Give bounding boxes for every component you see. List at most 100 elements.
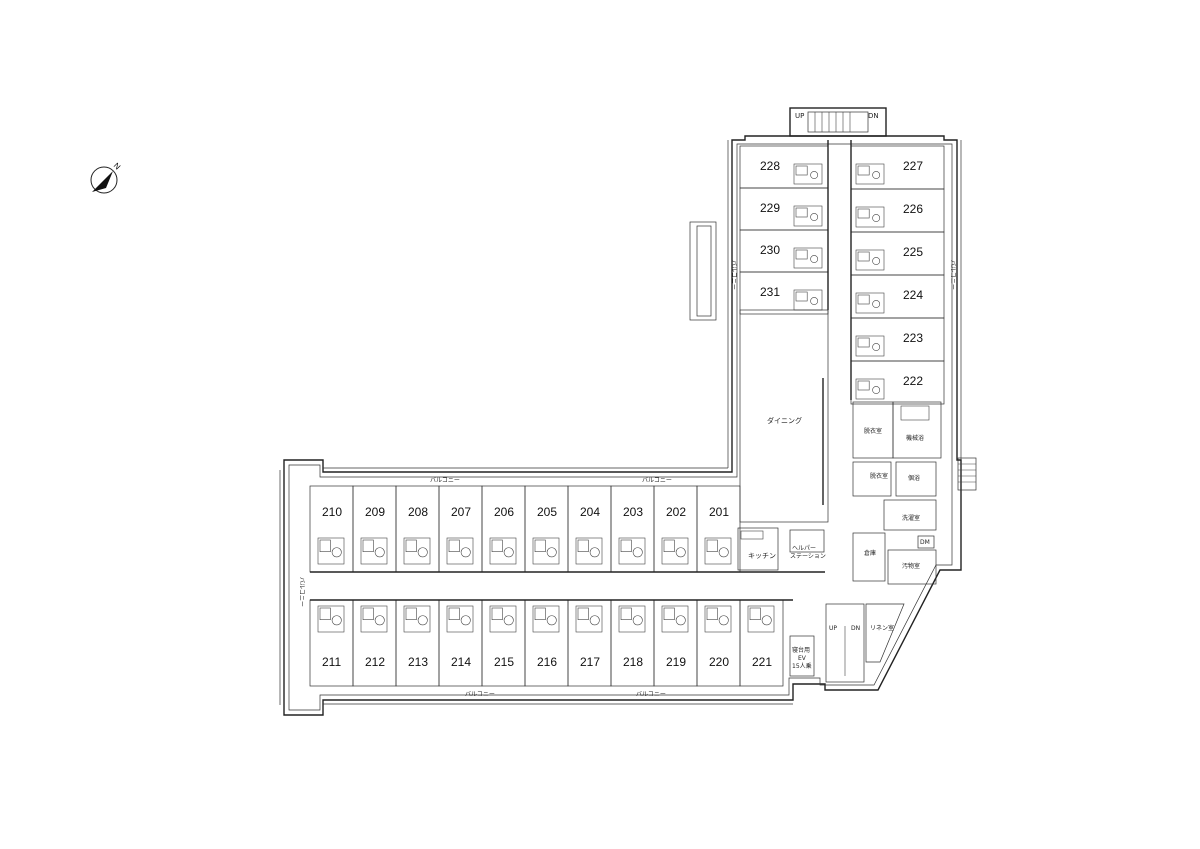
- room-number-226: 226: [903, 202, 923, 216]
- room-231: [739, 271, 829, 315]
- dm-label: DM: [920, 539, 930, 546]
- room-212: [352, 599, 397, 687]
- toilet-fixture: [575, 605, 603, 633]
- toilet-fixture: [704, 537, 732, 565]
- room-number-207: 207: [451, 505, 471, 519]
- exterior-stair: [957, 457, 977, 491]
- toilet-icon: [872, 386, 881, 394]
- toilet-icon: [872, 214, 881, 222]
- room-203: [610, 485, 655, 573]
- room-number-201: 201: [709, 505, 729, 519]
- washbasin-icon: [857, 251, 870, 262]
- toilet-fixture: [704, 605, 732, 633]
- toilet-fixture: [360, 605, 388, 633]
- washbasin-icon: [577, 607, 589, 620]
- washbasin-icon: [534, 607, 546, 620]
- washbasin-icon: [706, 607, 718, 620]
- machine-bath-label: 機械浴: [906, 434, 924, 442]
- washbasin-icon: [319, 607, 331, 620]
- toilet-fixture: [317, 537, 345, 565]
- room-218: [610, 599, 655, 687]
- room-228: [739, 145, 829, 189]
- dining-area: ダイニング: [739, 309, 829, 523]
- toilet-fixture: [360, 537, 388, 565]
- room-number-228: 228: [760, 159, 780, 173]
- washbasin-icon: [857, 294, 870, 305]
- individual-bath-label: 個浴: [908, 474, 920, 482]
- balcony-label-2: バルコニー: [642, 477, 672, 484]
- room-number-203: 203: [623, 505, 643, 519]
- stair-up-label: UP: [795, 112, 804, 120]
- washbasin-icon: [362, 607, 374, 620]
- room-number-227: 227: [903, 159, 923, 173]
- room-215: [481, 599, 526, 687]
- washbasin-icon: [620, 607, 632, 620]
- balcony-label-1: バルコニー: [430, 477, 460, 484]
- north-arrow-icon: N: [90, 161, 122, 194]
- balcony-label-6: バルコニー: [949, 260, 956, 290]
- washbasin-icon: [706, 539, 718, 552]
- room-number-206: 206: [494, 505, 514, 519]
- toilet-icon: [331, 615, 342, 626]
- washbasin-icon: [319, 539, 331, 552]
- washbasin-icon: [405, 539, 417, 552]
- toilet-icon: [632, 615, 643, 626]
- washbasin-icon: [663, 539, 675, 552]
- balcony-label-4: バルコニー: [636, 691, 666, 698]
- service-rooms: 脱衣室 機械浴 脱衣室 個浴 洗濯室 倉庫 DM 汚物室 リネン室: [852, 401, 942, 663]
- room-219: [653, 599, 698, 687]
- room-number-220: 220: [709, 655, 729, 669]
- room-202: [653, 485, 698, 573]
- toilet-fixture: [532, 605, 560, 633]
- room-number-205: 205: [537, 505, 557, 519]
- washbasin-icon: [795, 207, 808, 218]
- room-number-219: 219: [666, 655, 686, 669]
- toilet-icon: [503, 615, 514, 626]
- washbasin-icon: [405, 607, 417, 620]
- toilet-icon: [460, 615, 471, 626]
- room-217: [567, 599, 612, 687]
- washbasin-icon: [857, 337, 870, 348]
- toilet-icon: [810, 213, 819, 221]
- room-221: [739, 599, 784, 687]
- room-number-231: 231: [760, 285, 780, 299]
- toilet-icon: [417, 547, 428, 558]
- washbasin-icon: [795, 291, 808, 302]
- washbasin-icon: [620, 539, 632, 552]
- toilet-fixture: [855, 292, 885, 314]
- room-211: [309, 599, 354, 687]
- toilet-fixture: [575, 537, 603, 565]
- washbasin-icon: [857, 208, 870, 219]
- toilet-fixture: [793, 205, 823, 227]
- toilet-fixture: [489, 605, 517, 633]
- elevator-label-3: 15人乗: [792, 663, 812, 670]
- toilet-fixture: [532, 537, 560, 565]
- building-outline: [279, 135, 962, 716]
- room-number-230: 230: [760, 243, 780, 257]
- room-210: [309, 485, 354, 573]
- toilet-fixture: [403, 537, 431, 565]
- toilet-fixture: [618, 605, 646, 633]
- stair-dn-label: DN: [868, 112, 879, 120]
- room-226: [850, 188, 945, 233]
- room-number-208: 208: [408, 505, 428, 519]
- toilet-fixture: [618, 537, 646, 565]
- toilet-fixture: [317, 605, 345, 633]
- room-number-221: 221: [752, 655, 772, 669]
- toilet-fixture: [446, 537, 474, 565]
- room-number-204: 204: [580, 505, 600, 519]
- toilet-icon: [718, 615, 729, 626]
- room-222: [850, 360, 945, 405]
- washbasin-icon: [577, 539, 589, 552]
- toilet-fixture: [855, 335, 885, 357]
- room-205: [524, 485, 569, 573]
- toilet-icon: [810, 255, 819, 263]
- toilet-icon: [872, 343, 881, 351]
- room-230: [739, 229, 829, 273]
- washbasin-icon: [795, 249, 808, 260]
- room-201: [696, 485, 741, 573]
